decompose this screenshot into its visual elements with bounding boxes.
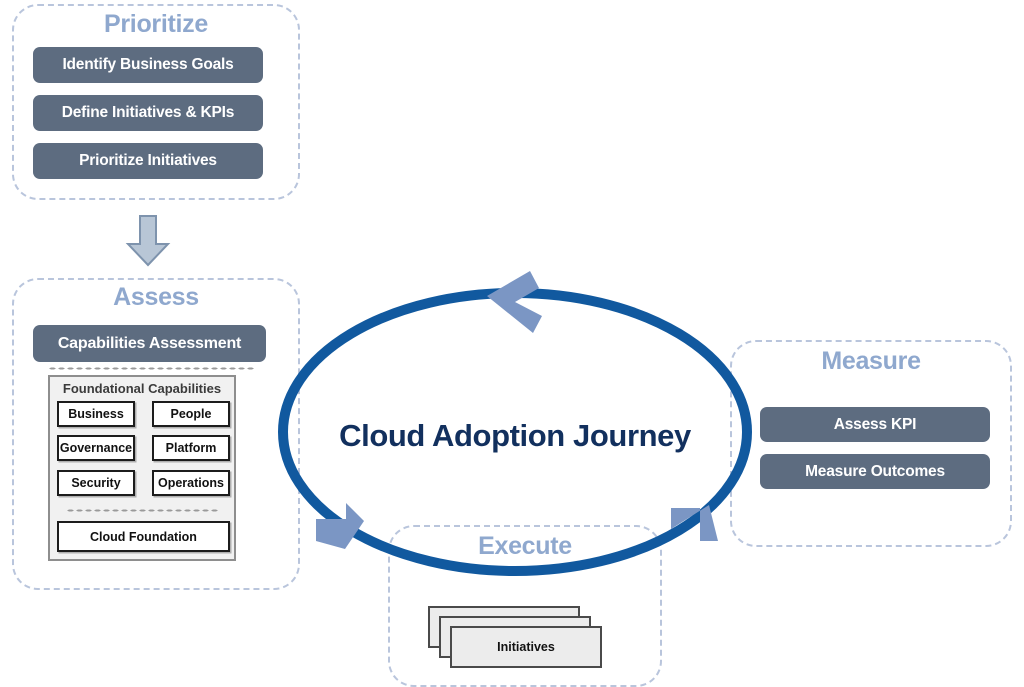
capability-box-people[interactable]: People [152, 401, 230, 427]
cycle-arrow-bottom-left [316, 503, 364, 549]
foundational-capabilities-title: Foundational Capabilities [62, 381, 222, 396]
pill-capabilities-assessment[interactable]: Capabilities Assessment [33, 325, 266, 362]
capability-box-platform[interactable]: Platform [152, 435, 230, 461]
phase-title-assess: Assess [113, 283, 199, 311]
capability-box-security[interactable]: Security [57, 470, 135, 496]
pill-measure-outcomes[interactable]: Measure Outcomes [760, 454, 990, 489]
pill-prioritize-initiatives[interactable]: Prioritize Initiatives [33, 143, 263, 179]
phase-title-measure: Measure [821, 347, 921, 375]
cycle-center-label: Cloud Adoption Journey [339, 418, 691, 453]
prioritize-to-assess-arrow [125, 215, 171, 267]
pill-identify-business-goals[interactable]: Identify Business Goals [33, 47, 263, 83]
initiatives-card-front[interactable]: Initiatives [450, 626, 602, 668]
assess-dotted-separator-bottom [66, 509, 218, 512]
cycle-arrow-bottom-right [671, 505, 718, 541]
pill-assess-kpi[interactable]: Assess KPI [760, 407, 990, 442]
phase-title-prioritize: Prioritize [104, 10, 208, 38]
capability-box-cloud-foundation[interactable]: Cloud Foundation [57, 521, 230, 552]
phase-title-execute: Execute [478, 532, 572, 560]
capability-box-governance[interactable]: Governance [57, 435, 135, 461]
pill-define-initiatives-kpis[interactable]: Define Initiatives & KPIs [33, 95, 263, 131]
phase-container-prioritize [12, 4, 300, 200]
cycle-arrow-top [487, 271, 542, 333]
assess-dotted-separator-top [48, 367, 256, 370]
capability-box-business[interactable]: Business [57, 401, 135, 427]
capability-box-operations[interactable]: Operations [152, 470, 230, 496]
